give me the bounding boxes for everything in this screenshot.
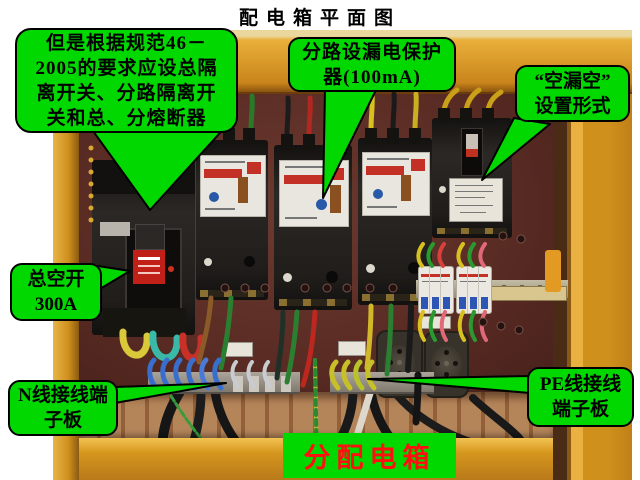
right-breaker-screw <box>439 186 446 193</box>
mcb-group-1 <box>418 266 454 314</box>
callout-main-switch-line: 300A <box>34 294 78 315</box>
callout-kong-lou-kong: “空漏空” 设置形式 <box>515 65 630 122</box>
main-breaker-toggle <box>135 224 165 250</box>
branch-breaker-2-knob <box>326 271 338 283</box>
branch-breaker-3-screw <box>366 264 375 273</box>
pe-terminal-tag <box>338 341 366 356</box>
branch-breaker-1-screw <box>204 258 212 266</box>
callout-n-terminal: N线接线端 子板 <box>8 380 118 436</box>
caption-text: 分配电箱 <box>303 443 436 473</box>
branch-breaker-1-knob <box>244 256 255 267</box>
main-breaker-spec-label <box>100 222 130 236</box>
right-breaker-label <box>449 178 503 222</box>
callout-branch-leakage: 分路设漏电保护 器(100mA) <box>288 37 456 92</box>
branch-breaker-3-knob <box>408 262 420 274</box>
callout-regulation-line: 离开关、分路隔离开 <box>36 82 217 104</box>
callout-n-terminal-line: 子板 <box>43 410 82 431</box>
callout-n-terminal-line: N线接线端 <box>18 385 108 406</box>
callout-pe-terminal: PE线接线 端子板 <box>527 367 634 427</box>
main-breaker-red-label <box>133 250 165 284</box>
mcb-group-2 <box>456 266 492 314</box>
main-breaker-bottom-block <box>103 308 186 337</box>
callout-regulation-line: 但是根据规范46－ <box>45 32 207 54</box>
right-breaker-toggle-slot <box>461 128 483 176</box>
callout-branch-leakage-line: 分路设漏电保护 <box>301 41 442 63</box>
callout-pe-terminal-line: 端子板 <box>551 399 609 420</box>
callout-branch-leakage-line: 器(100mA) <box>323 66 421 88</box>
branch-breaker-2-screw <box>283 273 292 282</box>
callout-kong-lou-kong-line: 设置形式 <box>534 95 611 117</box>
callout-main-switch: 总空开 300A <box>10 263 102 321</box>
callout-kong-lou-kong-line: “空漏空” <box>534 70 611 92</box>
caption-box: 分配电箱 <box>283 433 456 478</box>
main-breaker-indicator <box>168 266 174 272</box>
callout-regulation-line: 2005的要求应设总隔 <box>35 57 218 79</box>
page-title: 配电箱平面图 <box>238 8 401 29</box>
orange-duct <box>545 250 561 292</box>
branch-breaker-1 <box>196 140 268 300</box>
callout-main-switch-line: 总空开 <box>27 269 85 290</box>
callout-regulation: 但是根据规范46－ 2005的要求应设总隔 离开关、分路隔离开 关和总、分熔断器 <box>15 28 238 133</box>
callout-pe-terminal-line: PE线接线 <box>539 374 622 395</box>
callout-regulation-line: 关和总、分熔断器 <box>46 107 207 129</box>
